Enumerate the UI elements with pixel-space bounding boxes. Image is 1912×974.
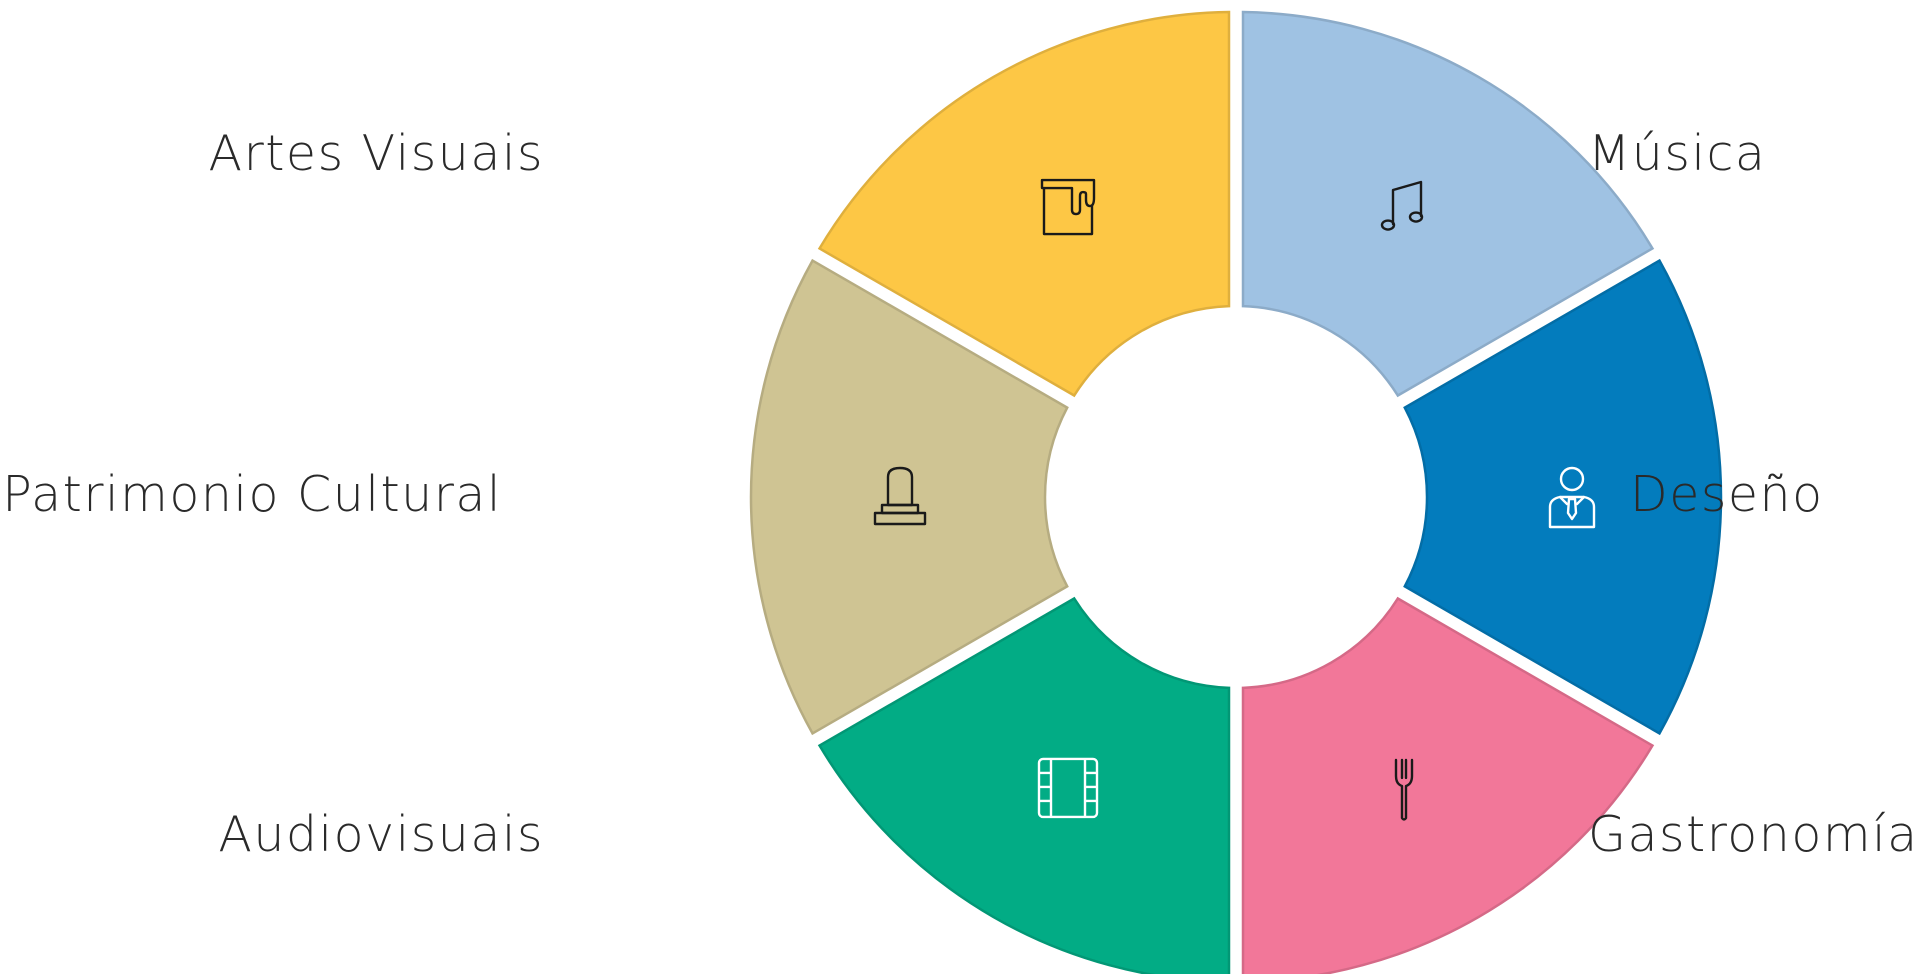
segment-musica xyxy=(1241,10,1655,398)
fork-icon xyxy=(1394,758,1414,821)
label-audiovisuais: Audiovisuais xyxy=(218,806,544,863)
label-patrimonio: Patrimonio Cultural xyxy=(2,466,502,523)
segment-artes xyxy=(817,10,1231,398)
paint-bucket-icon xyxy=(1040,178,1096,236)
music-note-icon xyxy=(1380,180,1424,231)
film-strip-icon xyxy=(1037,757,1099,819)
label-artes: Artes Visuais xyxy=(208,125,544,182)
businessman-icon xyxy=(1548,466,1596,529)
segment-gastronomia xyxy=(1241,596,1655,974)
label-gastronomia: Gastronomía xyxy=(1588,806,1912,863)
label-musica: Música xyxy=(1588,125,1767,182)
monument-icon xyxy=(873,466,927,526)
segment-patrimonio xyxy=(749,258,1069,736)
segment-audiovisuais xyxy=(817,596,1231,974)
label-deseno: Deseño xyxy=(1630,466,1824,523)
